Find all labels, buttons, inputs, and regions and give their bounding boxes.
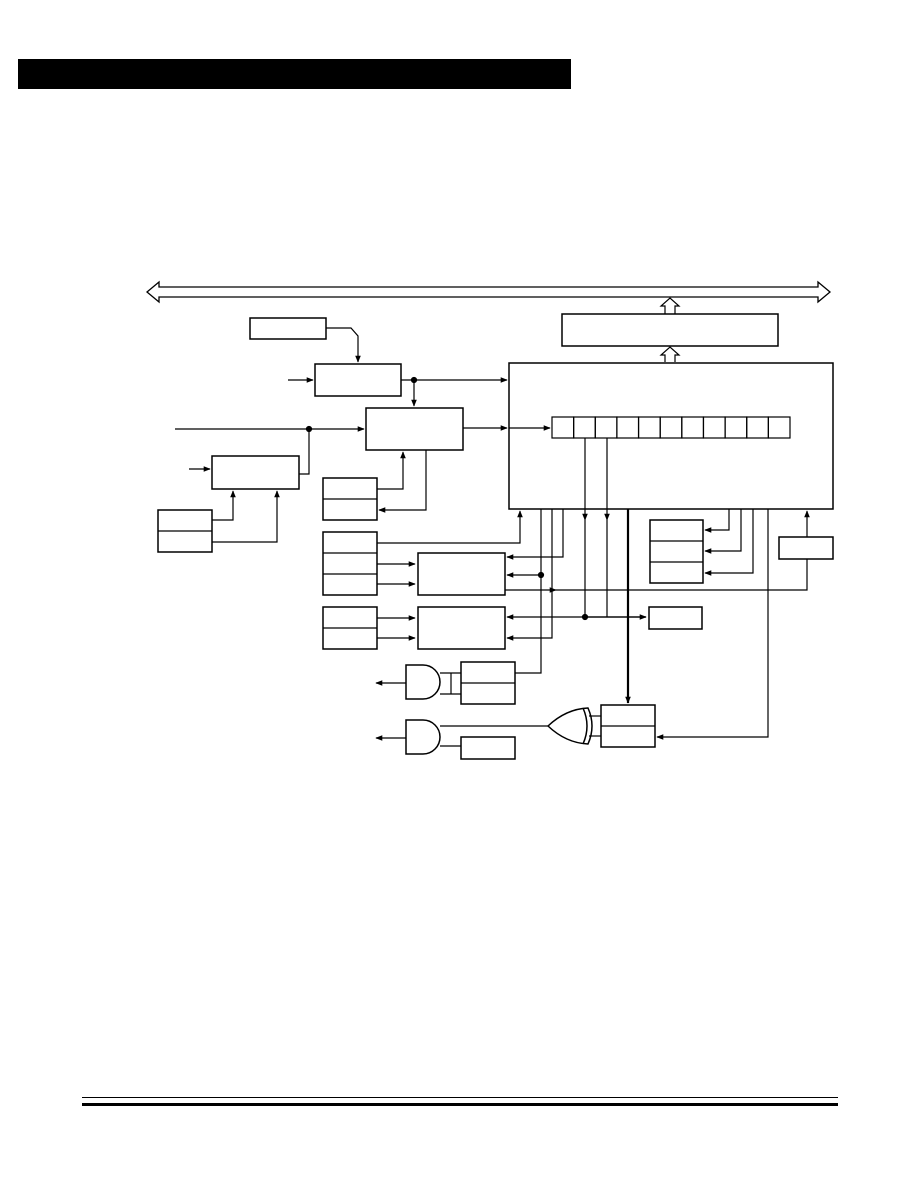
comparator-1 xyxy=(417,552,506,596)
and-gate-2-box xyxy=(460,736,516,760)
register-cell xyxy=(637,416,661,439)
data-bus xyxy=(145,280,832,304)
header-title-bar xyxy=(18,59,571,89)
footer-rule-thick xyxy=(82,1103,838,1106)
register-cell xyxy=(551,416,575,439)
clock-box xyxy=(211,455,300,490)
comparator-2 xyxy=(417,606,506,650)
register-cells xyxy=(551,416,791,439)
register-cell xyxy=(767,416,791,439)
and-gate-1 xyxy=(405,664,441,700)
xor-gate xyxy=(546,707,593,745)
output-flag-box xyxy=(648,606,703,630)
upper-register-box xyxy=(561,313,779,347)
register-cell xyxy=(702,416,726,439)
register-cell xyxy=(746,416,769,439)
register-cell xyxy=(659,416,683,439)
compare-stack xyxy=(322,531,378,596)
footer-rule-thin xyxy=(82,1097,838,1098)
and-gate-2 xyxy=(405,719,441,755)
reset-box xyxy=(778,536,834,560)
register-cell xyxy=(681,416,705,439)
bus-arrow-upper xyxy=(659,297,681,314)
register-cell xyxy=(616,416,640,439)
main-block xyxy=(508,362,834,510)
register-cell xyxy=(594,416,618,439)
source-box xyxy=(249,317,327,340)
register-cell xyxy=(573,416,596,439)
bus-arrow-lower xyxy=(659,346,681,362)
register-cell xyxy=(724,416,748,439)
mux-box xyxy=(314,363,402,397)
sync-box xyxy=(365,407,464,451)
status-stack xyxy=(649,519,704,584)
